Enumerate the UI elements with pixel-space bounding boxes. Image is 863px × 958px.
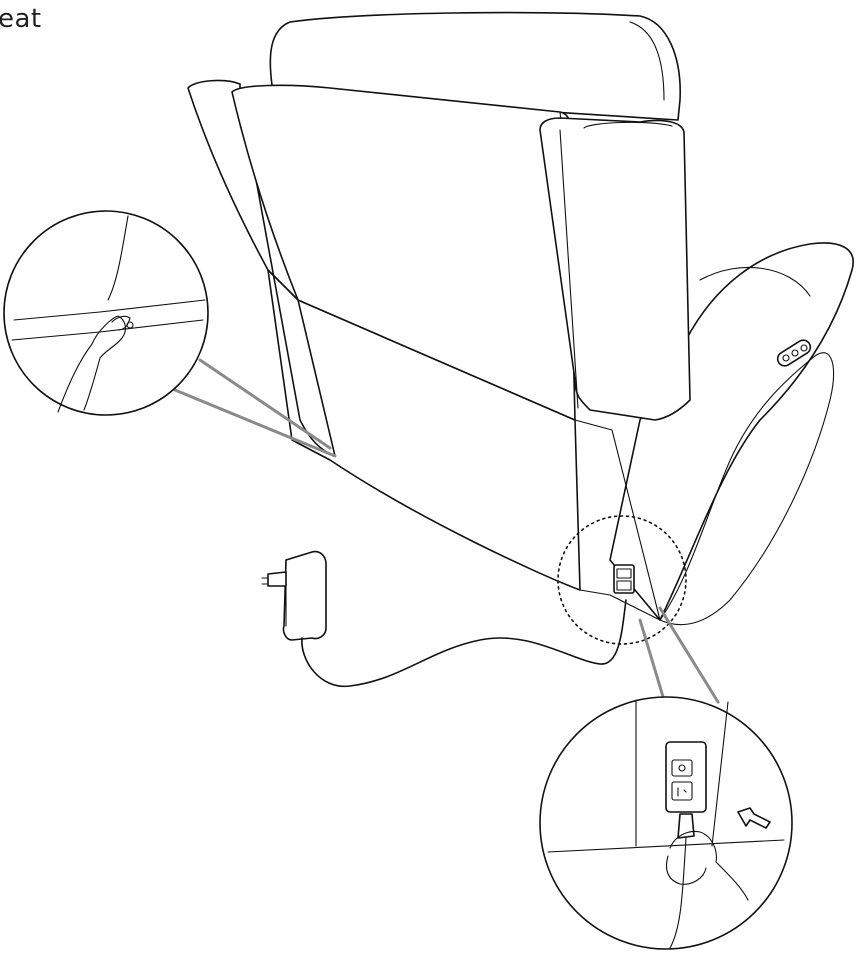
control-panel <box>776 339 812 367</box>
right-back-cushion <box>539 117 691 421</box>
insert-direction-arrow-icon <box>737 807 771 829</box>
massage-chair-rear-icon <box>187 11 854 645</box>
socket-zoom-detail <box>539 606 793 950</box>
power-socket <box>613 564 635 594</box>
socket-highlight-circle <box>557 515 687 645</box>
power-adapter-icon <box>261 550 627 688</box>
caption-fragment: eat <box>0 4 42 34</box>
left-zoom-detail <box>3 210 337 458</box>
power-cord <box>301 599 627 688</box>
